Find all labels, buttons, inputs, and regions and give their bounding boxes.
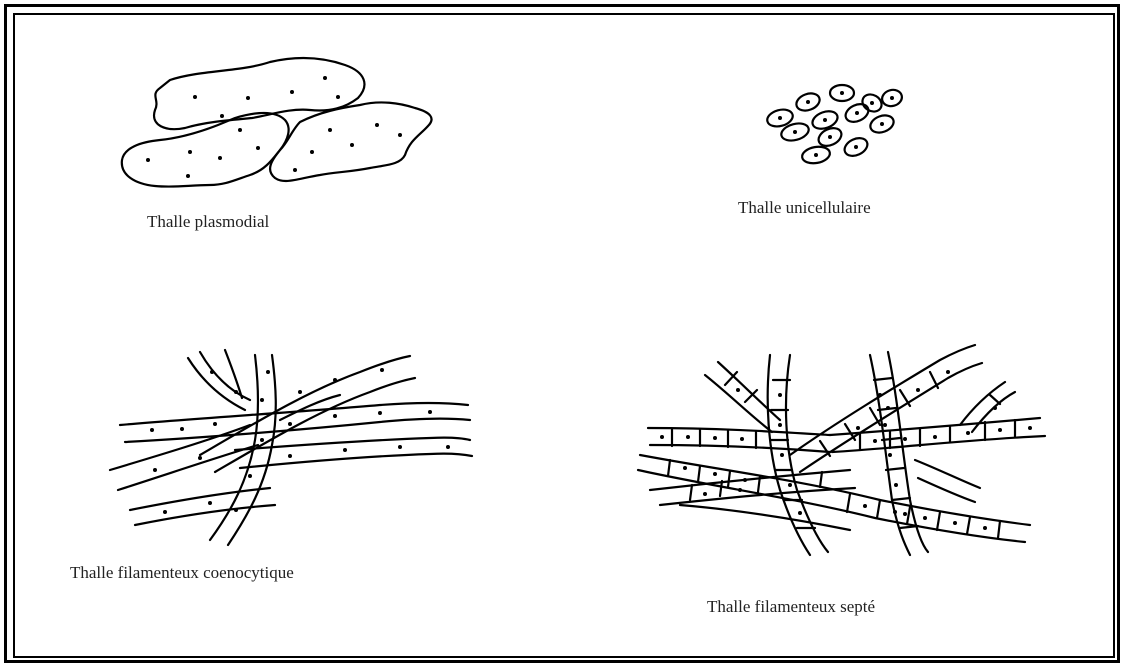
plasmodium-blob-top bbox=[154, 58, 364, 129]
label-thalle-filamenteux-septe: Thalle filamenteux septé bbox=[707, 597, 875, 617]
coenocytic-hyphae-drawing bbox=[110, 350, 472, 545]
label-thalle-filamenteux-coenocytique: Thalle filamenteux coenocytique bbox=[70, 563, 294, 583]
label-thalle-plasmodial: Thalle plasmodial bbox=[147, 212, 269, 232]
coenocytic-nuclei bbox=[150, 368, 450, 514]
label-thalle-unicellulaire: Thalle unicellulaire bbox=[738, 198, 871, 218]
plasmodial-thallus-drawing bbox=[122, 58, 432, 187]
septate-hyphae-drawing bbox=[638, 345, 1045, 555]
